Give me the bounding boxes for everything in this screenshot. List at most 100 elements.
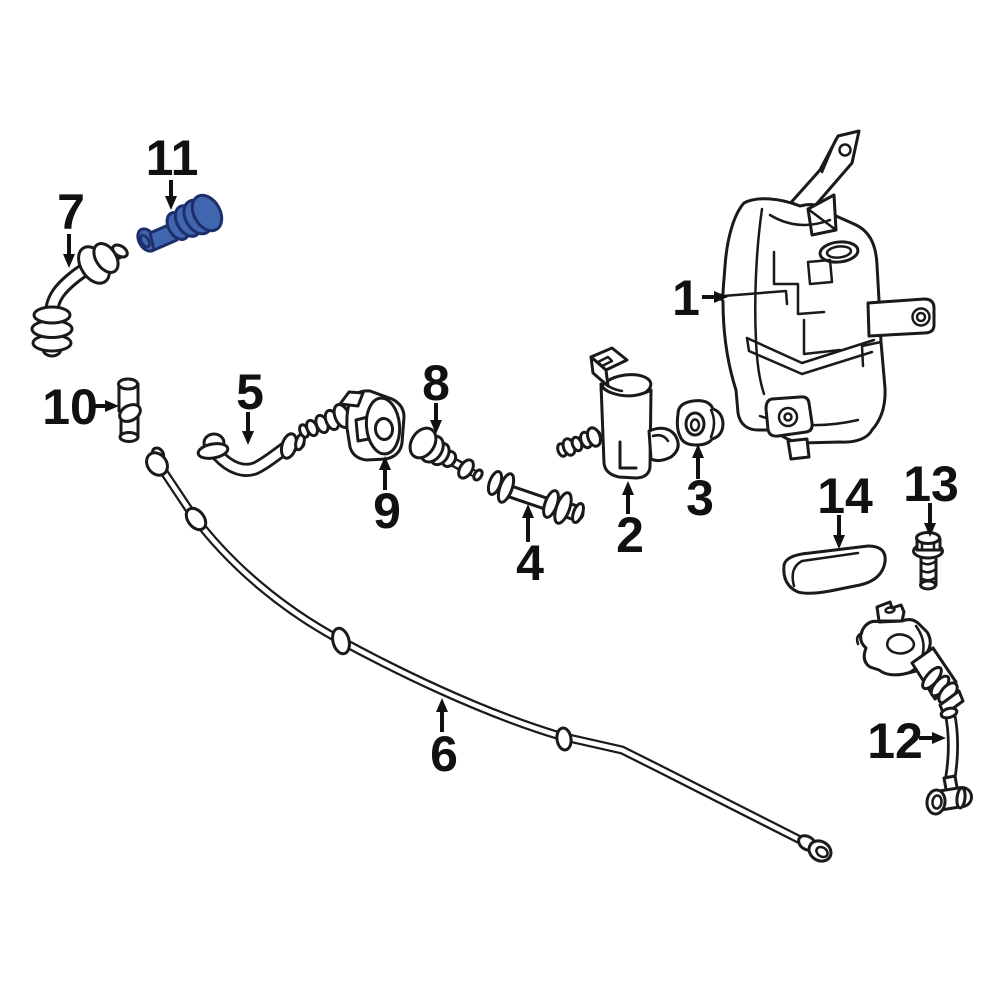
callout-label-1[interactable]: 1 xyxy=(672,270,700,326)
part-9-nozzle[interactable] xyxy=(298,389,406,462)
hose-clip-ring xyxy=(555,726,573,752)
bolt-shaft-end xyxy=(919,579,937,591)
joint-right-disc xyxy=(553,491,573,525)
callout-label-7[interactable]: 7 xyxy=(57,184,85,240)
part-10-tee-connector[interactable] xyxy=(117,377,143,443)
pump-side-boss xyxy=(647,426,680,463)
grommet3-step-line xyxy=(709,408,716,439)
actuator-hook-line xyxy=(855,631,864,646)
callout-arrowhead-14 xyxy=(833,535,845,549)
reservoir-bottom-tab xyxy=(786,437,811,461)
actuator-clip-slot xyxy=(884,606,896,614)
lower-bracket-hole-inner xyxy=(783,412,793,422)
reservoir-divider-line xyxy=(754,207,766,396)
part-6-hose[interactable] xyxy=(142,446,835,865)
callout-9: 9 xyxy=(373,456,401,539)
callout-4: 4 xyxy=(516,504,544,591)
callout-12: 12 xyxy=(867,713,946,769)
callout-arrowhead-12 xyxy=(932,732,946,744)
pump-side-boss-line xyxy=(651,433,670,443)
tray-ridge-upper xyxy=(745,336,876,365)
part-13-bolt[interactable] xyxy=(912,531,944,591)
hose-outer xyxy=(155,461,821,853)
part-12-actuator[interactable] xyxy=(855,600,973,816)
part-3-grommet[interactable] xyxy=(675,399,725,447)
reservoir-step-detail xyxy=(802,318,842,356)
joint-shaft-inner xyxy=(502,486,554,509)
tee-bottom-cap xyxy=(118,431,140,443)
callout-label-5[interactable]: 5 xyxy=(236,364,264,420)
pump-l-marking xyxy=(618,440,638,470)
tee-top-cap xyxy=(117,377,139,391)
callout-arrowhead-11 xyxy=(165,196,177,210)
nozzle-top-tab xyxy=(338,390,365,408)
pump-connector-notch xyxy=(596,355,614,368)
reservoir-step-detail xyxy=(772,250,826,316)
hose-inner xyxy=(157,463,819,851)
callout-label-4[interactable]: 4 xyxy=(516,535,544,591)
hose5-inner xyxy=(213,442,292,475)
grommet3-hole-inner xyxy=(689,418,701,432)
cover-outline xyxy=(782,544,887,595)
callout-label-8[interactable]: 8 xyxy=(422,355,450,411)
hose-clip-ring xyxy=(184,506,208,532)
callout-3: 3 xyxy=(686,444,714,526)
reservoir-ledge-line xyxy=(721,289,789,306)
part-7-elbow-connector[interactable] xyxy=(30,239,129,358)
callout-arrowhead-5 xyxy=(242,431,254,445)
callout-13: 13 xyxy=(903,456,959,537)
part-11-strokes xyxy=(136,193,224,253)
hose5-brim xyxy=(196,442,230,460)
callout-arrowhead-2 xyxy=(622,481,634,495)
callout-label-10[interactable]: 10 xyxy=(42,379,98,435)
callout-label-13[interactable]: 13 xyxy=(903,456,959,512)
part-1-reservoir[interactable] xyxy=(717,129,936,461)
callouts: 1 2 3 4 5 6 7 xyxy=(42,130,959,782)
actuator-foot-right-cap xyxy=(955,786,967,810)
conn8-disc xyxy=(457,458,475,480)
part-4-joint-connector[interactable] xyxy=(486,470,586,525)
part-2-washer-pump[interactable] xyxy=(556,346,680,480)
pump-body xyxy=(599,382,653,480)
callout-label-6[interactable]: 6 xyxy=(430,726,458,782)
hose-end-flange xyxy=(145,451,169,477)
reservoir-panel-detail xyxy=(806,258,834,286)
tee-mid-joint xyxy=(118,403,142,423)
callout-arrowhead-1 xyxy=(714,291,728,303)
part-11-connector-highlighted[interactable] xyxy=(134,190,228,254)
callout-14: 14 xyxy=(817,468,873,549)
bolt-thread xyxy=(919,559,938,566)
callout-label-14[interactable]: 14 xyxy=(817,468,873,524)
plug-end xyxy=(190,193,224,233)
pump-outlet-base xyxy=(585,426,603,448)
callout-label-3[interactable]: 3 xyxy=(686,470,714,526)
callout-arrowhead-6 xyxy=(436,698,448,712)
joint-left-flange xyxy=(496,472,516,504)
tray-ridge-lower xyxy=(745,336,874,376)
callout-label-12[interactable]: 12 xyxy=(867,713,923,769)
part-8-connector[interactable] xyxy=(405,423,484,482)
callout-8: 8 xyxy=(422,355,450,434)
callout-5: 5 xyxy=(236,364,264,445)
bolt-thread xyxy=(919,567,938,574)
callout-7: 7 xyxy=(57,184,85,268)
callout-2: 2 xyxy=(616,481,644,563)
hose-clip-ring xyxy=(331,626,351,656)
callout-arrowhead-13 xyxy=(924,523,936,537)
callout-arrowhead-9 xyxy=(379,456,391,470)
part-14-cover[interactable] xyxy=(782,544,887,595)
actuator-rod-inner xyxy=(946,710,957,784)
callout-label-11[interactable]: 11 xyxy=(146,130,199,186)
hose-end-opening xyxy=(815,845,829,859)
conn8-end xyxy=(408,426,438,460)
elbow-flange-inner xyxy=(92,242,120,274)
callout-label-2[interactable]: 2 xyxy=(616,507,644,563)
bolt-head-top xyxy=(915,531,941,545)
part-5-hose-elbow[interactable] xyxy=(196,432,306,477)
reservoir-side-notch xyxy=(860,340,883,368)
actuator-rod-ring xyxy=(939,706,959,720)
callout-label-9[interactable]: 9 xyxy=(373,483,401,539)
callout-arrowhead-8 xyxy=(430,420,442,434)
